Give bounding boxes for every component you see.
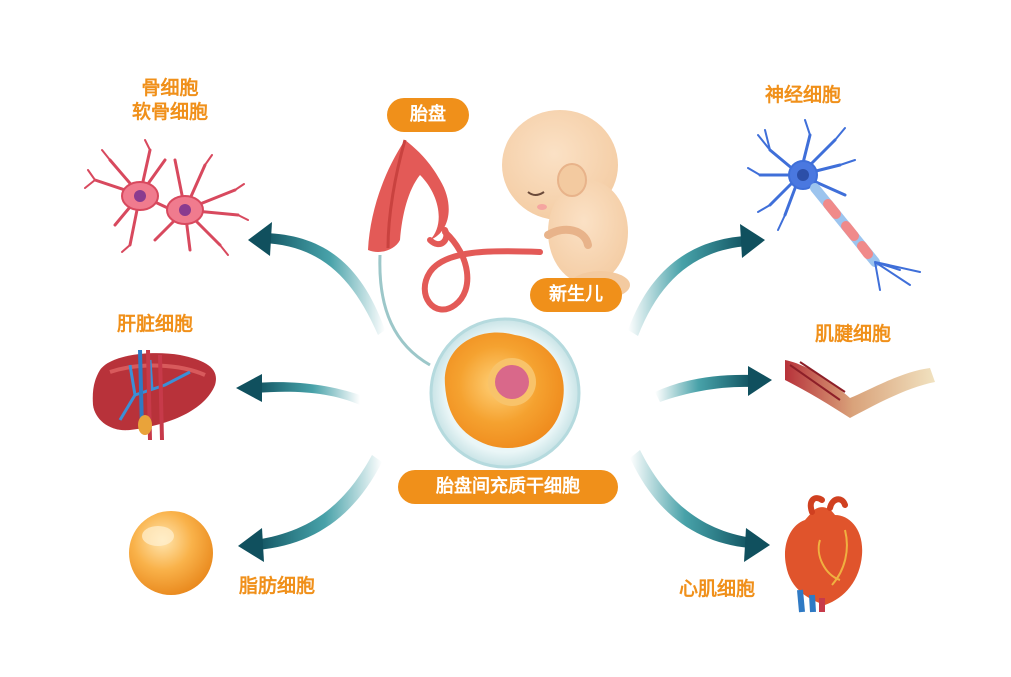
liver-cell-label: 肝脏细胞	[116, 313, 193, 335]
nerve-cell-illustration	[747, 119, 921, 291]
arrow-to-tendon	[655, 366, 772, 402]
newborn-label: 新生儿	[530, 278, 622, 312]
tendon-cell-label: 肌腱细胞	[814, 323, 891, 345]
stem-cell-label: 胎盘间充质干细胞	[398, 470, 618, 504]
arrow-to-liver	[236, 374, 360, 405]
arrow-to-bone	[248, 222, 385, 335]
heart-cell-label: 心肌细胞	[678, 578, 755, 600]
bone-cell-label-line1: 骨细胞	[141, 77, 199, 99]
bone-cell-illustration	[84, 139, 249, 256]
tendon-illustration	[785, 360, 935, 418]
liver-illustration	[92, 349, 216, 441]
fat-cell-illustration	[129, 511, 213, 595]
nerve-cell-label: 神经细胞	[764, 84, 841, 106]
heart-illustration	[784, 495, 863, 613]
newborn-illustration	[502, 110, 630, 299]
arrow-to-nerve	[628, 224, 765, 336]
bone-cell-label: 骨细胞 软骨细胞	[110, 76, 230, 124]
placenta-illustration	[368, 139, 543, 367]
placenta-label: 胎盘	[387, 98, 469, 132]
arrow-to-fat	[238, 455, 382, 562]
fat-cell-label: 脂肪细胞	[238, 575, 315, 597]
bone-cell-label-line2: 软骨细胞	[131, 101, 208, 123]
stem-cell-illustration	[429, 317, 581, 469]
arrow-to-heart	[630, 450, 770, 562]
